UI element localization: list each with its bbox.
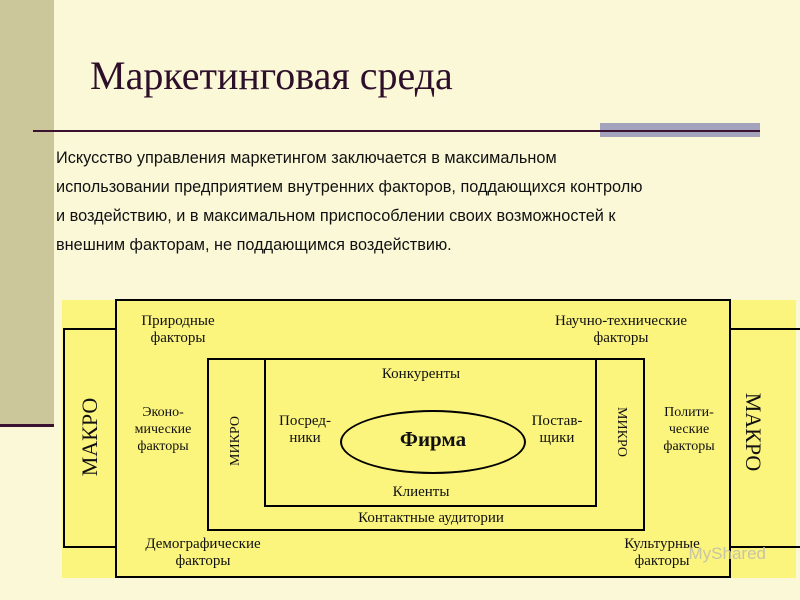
outer-frame-bottom [115,576,731,578]
micro-frame-bottom [207,529,645,531]
outer-frame-left [115,299,117,578]
macro-left-label: МАКРО [77,397,102,477]
micro-frame-top [207,358,645,360]
contact-audiences-divider [264,505,597,507]
demographic-factors-label: Демографические факторы [145,536,261,569]
left-wing-side [63,328,65,548]
left-decorative-strip [0,0,54,424]
natural-factors-label: Природные факторы [141,313,215,346]
body-paragraph: Искусство управления маркетингом заключа… [56,144,791,260]
suppliers-label: Постав- щики [531,413,583,446]
outer-frame-right [729,299,731,578]
political-factors-label: Полити- ческие факторы [663,405,715,454]
left-wing-bottom [63,546,117,548]
paragraph-line: использовании предприятием внутренних фа… [56,178,643,196]
macro-right-label: МАКРО [741,392,766,472]
micro-left-label: МИКРО [228,416,243,466]
title-accent-bar-line [600,130,760,132]
slide-title: Маркетинговая среда [90,53,453,98]
micro-frame-right [643,358,645,531]
firm-ellipse [340,410,526,474]
paragraph-line: и воздействию, и в максимальном приспосо… [56,207,616,225]
competitors-label: Конкуренты [381,366,461,382]
watermark: MyShared [688,544,766,563]
paragraph-line: Искусство управления маркетингом заключа… [56,149,557,167]
economic-factors-label: Эконо- мические факторы [134,405,192,454]
cultural-factors-label: Культурные факторы [624,536,700,569]
micro-divider-right [595,358,597,506]
outer-frame-top [115,299,731,301]
scientific-technical-factors-label: Научно-технические факторы [554,313,688,346]
firm-label: Фирма [399,427,467,451]
intermediaries-label: Посред- ники [279,413,331,446]
clients-label: Клиенты [392,484,450,500]
micro-right-label: МИКРО [614,407,629,457]
micro-divider-left [264,358,266,506]
title-underline [33,130,760,132]
right-wing-bottom [729,546,800,548]
left-accent-line [0,424,54,427]
contact-audiences-label: Контактные аудитории [358,510,504,526]
micro-frame-left [207,358,209,531]
left-wing-top [63,328,117,330]
paragraph-line: внешним факторам, не поддающимся воздейс… [56,236,452,254]
right-wing-top [729,328,800,330]
